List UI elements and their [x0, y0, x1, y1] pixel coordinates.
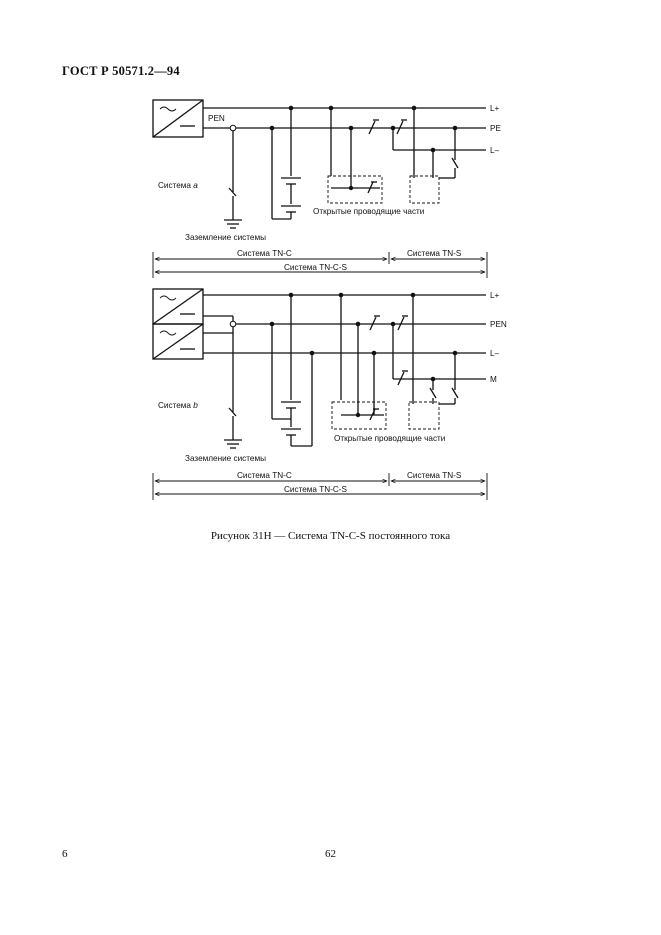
- range-tns-label-b: Система TN-S: [407, 471, 462, 480]
- dc-source-icon: [152, 99, 204, 138]
- dc-source-upper-icon: [152, 288, 204, 325]
- line-label-l-plus-a: L+: [490, 104, 500, 113]
- page-number-center: 62: [325, 848, 336, 860]
- system-label-a: Система a: [158, 181, 198, 190]
- range-tnc-label-a: Система TN-C: [237, 249, 292, 258]
- line-label-l-minus-a: L–: [490, 146, 500, 155]
- system-label-b: Система b: [158, 401, 198, 410]
- figure-caption: Рисунок 31Н — Система TN-C-S постоянного…: [210, 530, 451, 542]
- line-label-l-plus-b: L+: [490, 291, 500, 300]
- figure-b: L+ PEN L– M: [152, 288, 507, 500]
- range-tncs-label-b: Система TN-C-S: [284, 485, 348, 494]
- range-tnc-label-b: Система TN-C: [237, 471, 292, 480]
- dc-source-lower-icon: [152, 323, 204, 360]
- line-label-pen-b: PEN: [490, 320, 507, 329]
- line-label-pe-a: PE: [490, 124, 501, 133]
- page-number-left: 6: [62, 848, 68, 860]
- exposed-parts-label-a: Открытые проводящие части: [313, 207, 424, 216]
- line-label-l-minus-b: L–: [490, 349, 500, 358]
- exposed-parts-label-b: Открытые проводящие части: [334, 434, 445, 443]
- range-tns-label-a: Система TN-S: [407, 249, 462, 258]
- line-label-m-b: M: [490, 375, 497, 384]
- document-standard-header: ГОСТ Р 50571.2—94: [62, 64, 180, 78]
- earthing-label-b: Заземление системы: [185, 454, 266, 463]
- figure-a: L+ PEN PE L–: [152, 99, 501, 278]
- pen-label-a: PEN: [208, 114, 225, 123]
- earthing-label-a: Заземление системы: [185, 233, 266, 242]
- range-tncs-label-a: Система TN-C-S: [284, 263, 348, 272]
